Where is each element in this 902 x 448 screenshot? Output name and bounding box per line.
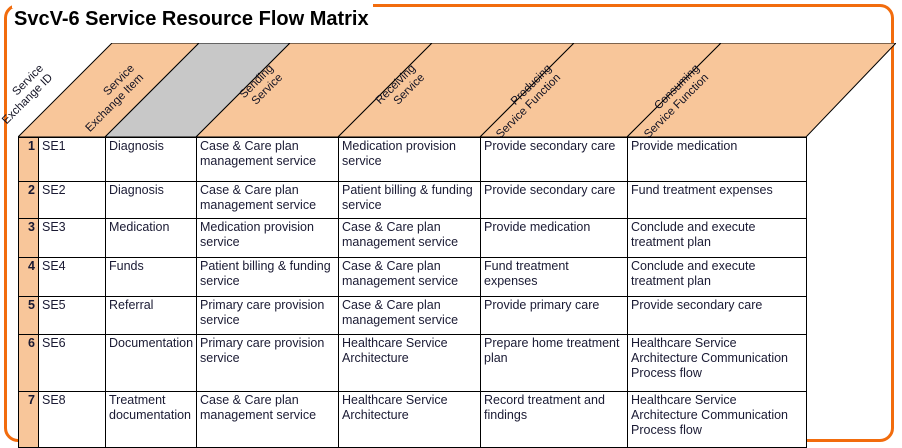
cell-receiving-service[interactable]: Medication provision service bbox=[338, 137, 481, 182]
cell-exchange-id[interactable]: SE5 bbox=[38, 296, 106, 335]
cell-exchange-id[interactable]: SE6 bbox=[38, 334, 106, 392]
cell-exchange-id[interactable]: SE2 bbox=[38, 181, 106, 219]
cell-receiving-service[interactable]: Healthcare Service Architecture bbox=[338, 391, 481, 448]
row-number: 3 bbox=[18, 218, 39, 258]
table-row[interactable]: 5 SE5 Referral Primary care provision se… bbox=[18, 296, 807, 335]
cell-exchange-item[interactable]: Treatment documentation bbox=[105, 391, 197, 448]
cell-sending-service[interactable]: Case & Care plan management service bbox=[196, 181, 339, 219]
table-row[interactable]: 3 SE3 Medication Medication provision se… bbox=[18, 218, 807, 258]
cell-exchange-id[interactable]: SE8 bbox=[38, 391, 106, 448]
service-resource-flow-table: 1 SE1 Diagnosis Case & Care plan managem… bbox=[18, 137, 807, 448]
row-number: 4 bbox=[18, 257, 39, 297]
header-parallelograms bbox=[18, 43, 896, 138]
cell-consuming-function[interactable]: Provide medication bbox=[627, 137, 807, 182]
cell-consuming-function[interactable]: Healthcare Service Architecture Communic… bbox=[627, 334, 807, 392]
cell-sending-service[interactable]: Primary care provision service bbox=[196, 296, 339, 335]
table-row[interactable]: 2 SE2 Diagnosis Case & Care plan managem… bbox=[18, 181, 807, 219]
cell-consuming-function[interactable]: Fund treatment expenses bbox=[627, 181, 807, 219]
cell-consuming-function[interactable]: Conclude and execute treatment plan bbox=[627, 257, 807, 297]
cell-consuming-function[interactable]: Conclude and execute treatment plan bbox=[627, 218, 807, 258]
cell-sending-service[interactable]: Patient billing & funding service bbox=[196, 257, 339, 297]
table-row[interactable]: 1 SE1 Diagnosis Case & Care plan managem… bbox=[18, 137, 807, 182]
table-row[interactable]: 7 SE8 Treatment documentation Case & Car… bbox=[18, 391, 807, 448]
row-number: 2 bbox=[18, 181, 39, 219]
cell-exchange-item[interactable]: Referral bbox=[105, 296, 197, 335]
table-row[interactable]: 6 SE6 Documentation Primary care provisi… bbox=[18, 334, 807, 392]
cell-sending-service[interactable]: Primary care provision service bbox=[196, 334, 339, 392]
cell-producing-function[interactable]: Fund treatment expenses bbox=[480, 257, 628, 297]
row-number: 5 bbox=[18, 296, 39, 335]
cell-exchange-id[interactable]: SE1 bbox=[38, 137, 106, 182]
cell-receiving-service[interactable]: Case & Care plan management service bbox=[338, 218, 481, 258]
cell-sending-service[interactable]: Case & Care plan management service bbox=[196, 137, 339, 182]
cell-consuming-function[interactable]: Provide secondary care bbox=[627, 296, 807, 335]
cell-producing-function[interactable]: Provide primary care bbox=[480, 296, 628, 335]
cell-exchange-item[interactable]: Funds bbox=[105, 257, 197, 297]
cell-receiving-service[interactable]: Healthcare Service Architecture bbox=[338, 334, 481, 392]
cell-exchange-id[interactable]: SE4 bbox=[38, 257, 106, 297]
title-frame-notch bbox=[12, 0, 373, 8]
cell-producing-function[interactable]: Record treatment and findings bbox=[480, 391, 628, 448]
cell-receiving-service[interactable]: Patient billing & funding service bbox=[338, 181, 481, 219]
cell-producing-function[interactable]: Provide secondary care bbox=[480, 181, 628, 219]
cell-exchange-item[interactable]: Documentation bbox=[105, 334, 197, 392]
cell-sending-service[interactable]: Case & Care plan management service bbox=[196, 391, 339, 448]
cell-exchange-item[interactable]: Medication bbox=[105, 218, 197, 258]
cell-receiving-service[interactable]: Case & Care plan management service bbox=[338, 257, 481, 297]
cell-receiving-service[interactable]: Case & Care plan management service bbox=[338, 296, 481, 335]
matrix-header-band: Service Exchange ID Service Exchange Ite… bbox=[0, 43, 896, 141]
cell-exchange-item[interactable]: Diagnosis bbox=[105, 137, 197, 182]
row-number: 6 bbox=[18, 334, 39, 392]
table-row[interactable]: 4 SE4 Funds Patient billing & funding se… bbox=[18, 257, 807, 297]
cell-producing-function[interactable]: Provide medication bbox=[480, 218, 628, 258]
cell-exchange-id[interactable]: SE3 bbox=[38, 218, 106, 258]
cell-sending-service[interactable]: Medication provision service bbox=[196, 218, 339, 258]
row-number: 7 bbox=[18, 391, 39, 448]
cell-producing-function[interactable]: Prepare home treatment plan bbox=[480, 334, 628, 392]
page-title: SvcV-6 Service Resource Flow Matrix bbox=[14, 8, 369, 30]
cell-exchange-item[interactable]: Diagnosis bbox=[105, 181, 197, 219]
row-number: 1 bbox=[18, 137, 39, 182]
cell-producing-function[interactable]: Provide secondary care bbox=[480, 137, 628, 182]
cell-consuming-function[interactable]: Healthcare Service Architecture Communic… bbox=[627, 391, 807, 448]
